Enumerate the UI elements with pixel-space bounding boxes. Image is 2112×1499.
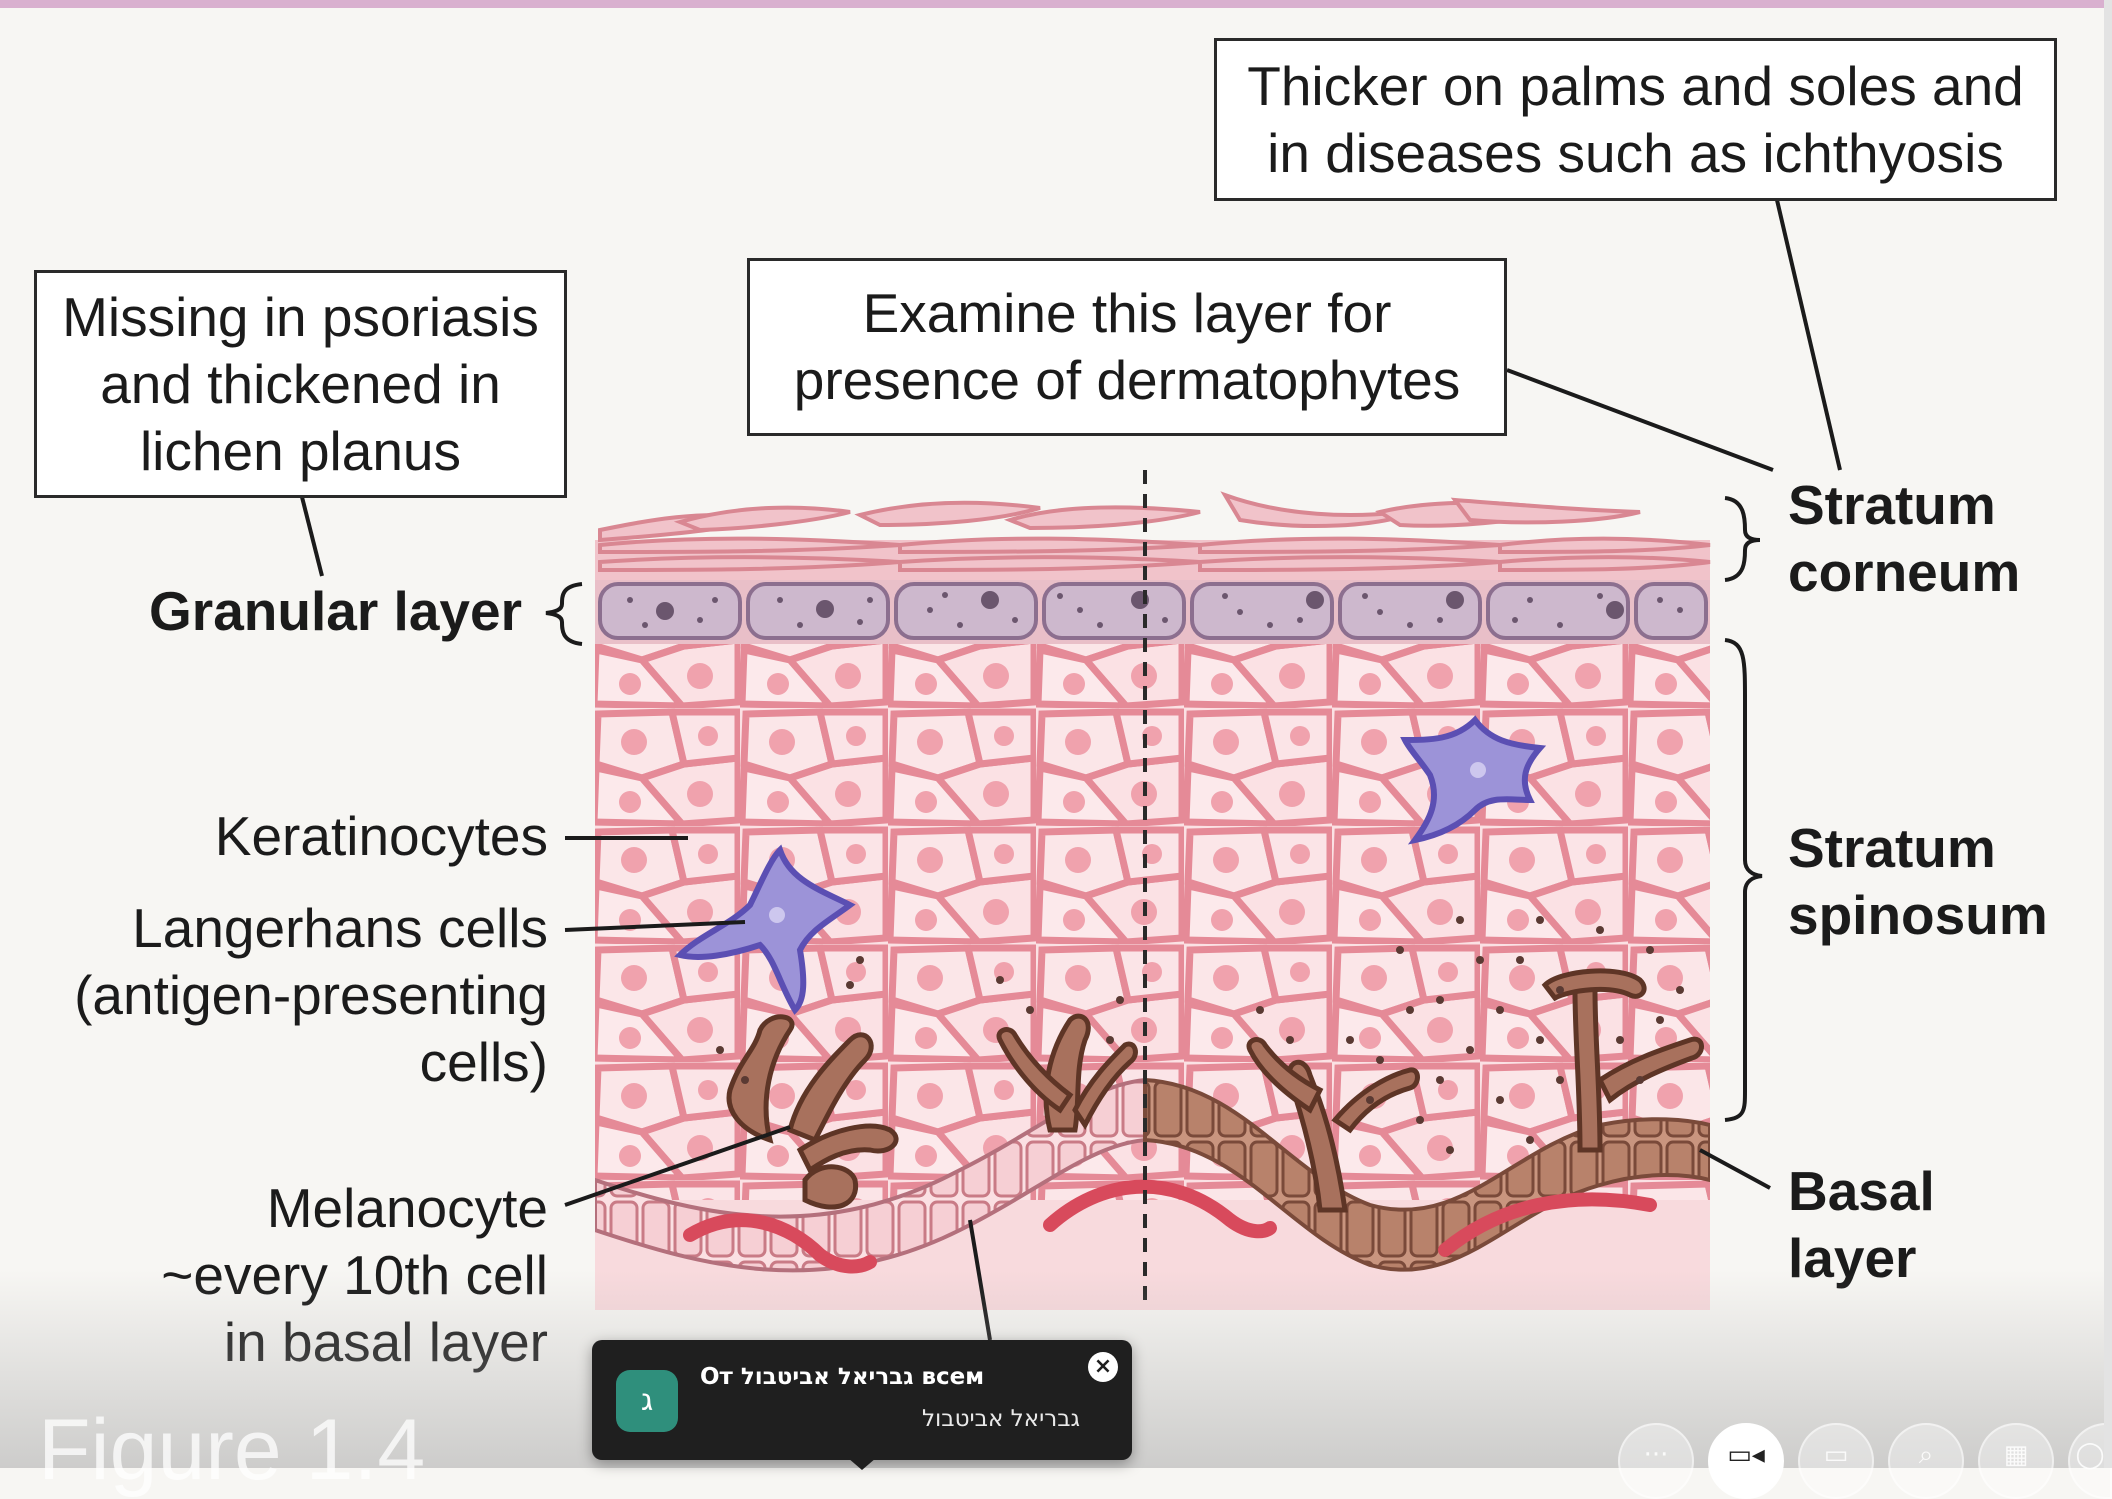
dermal-vessel [683,1213,877,1274]
dermal-vessel [1438,1192,1657,1257]
melanocyte-right-cluster [1246,968,1704,1213]
callout-thicker: Thicker on palms and soles and in diseas… [1214,38,2057,201]
corneum-brace [1724,496,1761,582]
langerhans-cell-right [1400,715,1547,845]
label-granular-layer: Granular layer [149,580,522,642]
label-melanocyte: Melanocyte ~every 10th cell in basal lay… [161,1177,548,1373]
toast-pointer [848,1458,876,1470]
leader-thicker [1775,199,1842,471]
granular-layer-tissue [595,578,1710,644]
window-edge [2104,0,2112,1468]
label-basal-layer: Basal layer [1788,1160,1935,1289]
spinosum-brace [1724,638,1763,1122]
screen-share-button[interactable]: ▭ [1798,1423,1874,1499]
leader-basal-layer [1699,1148,1771,1190]
stratum-corneum-tissue [595,491,1711,580]
melanocyte-left [726,1014,899,1210]
close-icon[interactable]: × [1088,1352,1118,1382]
leader-langerhans [564,920,746,932]
dermal-vessel [1043,1179,1277,1239]
langerhans-cell-left [674,844,856,1015]
figure-caption: Figure 1.4 [38,1402,426,1498]
layout-button[interactable]: ▦ [1978,1423,2054,1499]
label-keratinocytes: Keratinocytes [214,805,548,867]
melanin-granules [716,916,1684,1154]
label-stratum-spinosum: Stratum spinosum [1788,817,2048,946]
label-langerhans-cells: Langerhans cells (antigen-presenting cel… [74,897,548,1093]
more-options-button[interactable]: ··· [1618,1423,1694,1499]
top-accent-bar [0,0,2112,8]
zoom-button[interactable]: ⌕ [1888,1423,1964,1499]
granular-brace [545,582,583,646]
video-button[interactable]: ▭◂ [1708,1423,1784,1499]
leader-melanocyte [564,1125,791,1207]
melanocyte-middle [996,1013,1138,1133]
sender-avatar: ג [616,1370,678,1432]
leader-missing [300,496,324,577]
callout-missing: Missing in psoriasis and thickened in li… [34,270,567,498]
leader-examine [1506,368,1774,472]
chat-message-toast[interactable]: ג От גבריאל אביטבול всем גבריאל אביטבול … [592,1340,1132,1460]
label-stratum-corneum: Stratum corneum [1788,474,2021,603]
chat-message-sender: От גבריאל אביטבול всем [700,1364,985,1390]
callout-examine: Examine this layer for presence of derma… [747,258,1507,436]
chat-message-text: גבריאל אביטבול [921,1406,1080,1432]
